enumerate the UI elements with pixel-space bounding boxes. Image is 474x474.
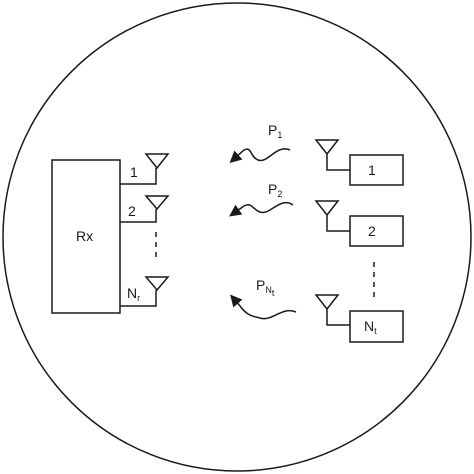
transmitter-nt: Nt (314, 294, 404, 343)
signal-p1-wave (229, 148, 291, 164)
transmitter-2: 2 (314, 200, 404, 247)
signal-pnt-wave (230, 294, 297, 320)
rx-antenna-1: 1 (120, 153, 170, 185)
tx-nt-box (349, 310, 404, 343)
signal-p2-wave (229, 202, 294, 217)
rx-antenna-2: 2 (120, 195, 170, 223)
rx-port-1-label: 1 (130, 164, 138, 180)
transmitter-1: 1 (314, 139, 404, 186)
signal-p1: P1 (229, 122, 291, 164)
tx-1-antenna-icon (314, 139, 340, 156)
rx-antenna-nr: Nr (120, 276, 170, 307)
tx-1-label: 1 (368, 162, 376, 178)
tx-2-box (349, 215, 404, 247)
signal-p2-label: P2 (268, 181, 282, 199)
receiver: Rx 1 2 Nr (51, 153, 170, 314)
rx-port-2-label: 2 (128, 203, 136, 219)
receiver-label: Rx (76, 228, 93, 244)
tx-nt-antenna-icon (314, 294, 340, 311)
tx-2-antenna-icon (314, 200, 340, 217)
tx-2-label: 2 (368, 223, 376, 239)
tx-1-box (349, 154, 404, 186)
tx-nt-label: Nt (364, 318, 377, 336)
signal-pnt-label: PNt (256, 277, 275, 298)
rx-port-nr-label: Nr (127, 285, 140, 303)
receiver-box (51, 159, 121, 314)
signal-p1-label: P1 (268, 122, 282, 140)
signal-pnt: PNt (230, 277, 297, 320)
signal-p2: P2 (229, 181, 294, 217)
